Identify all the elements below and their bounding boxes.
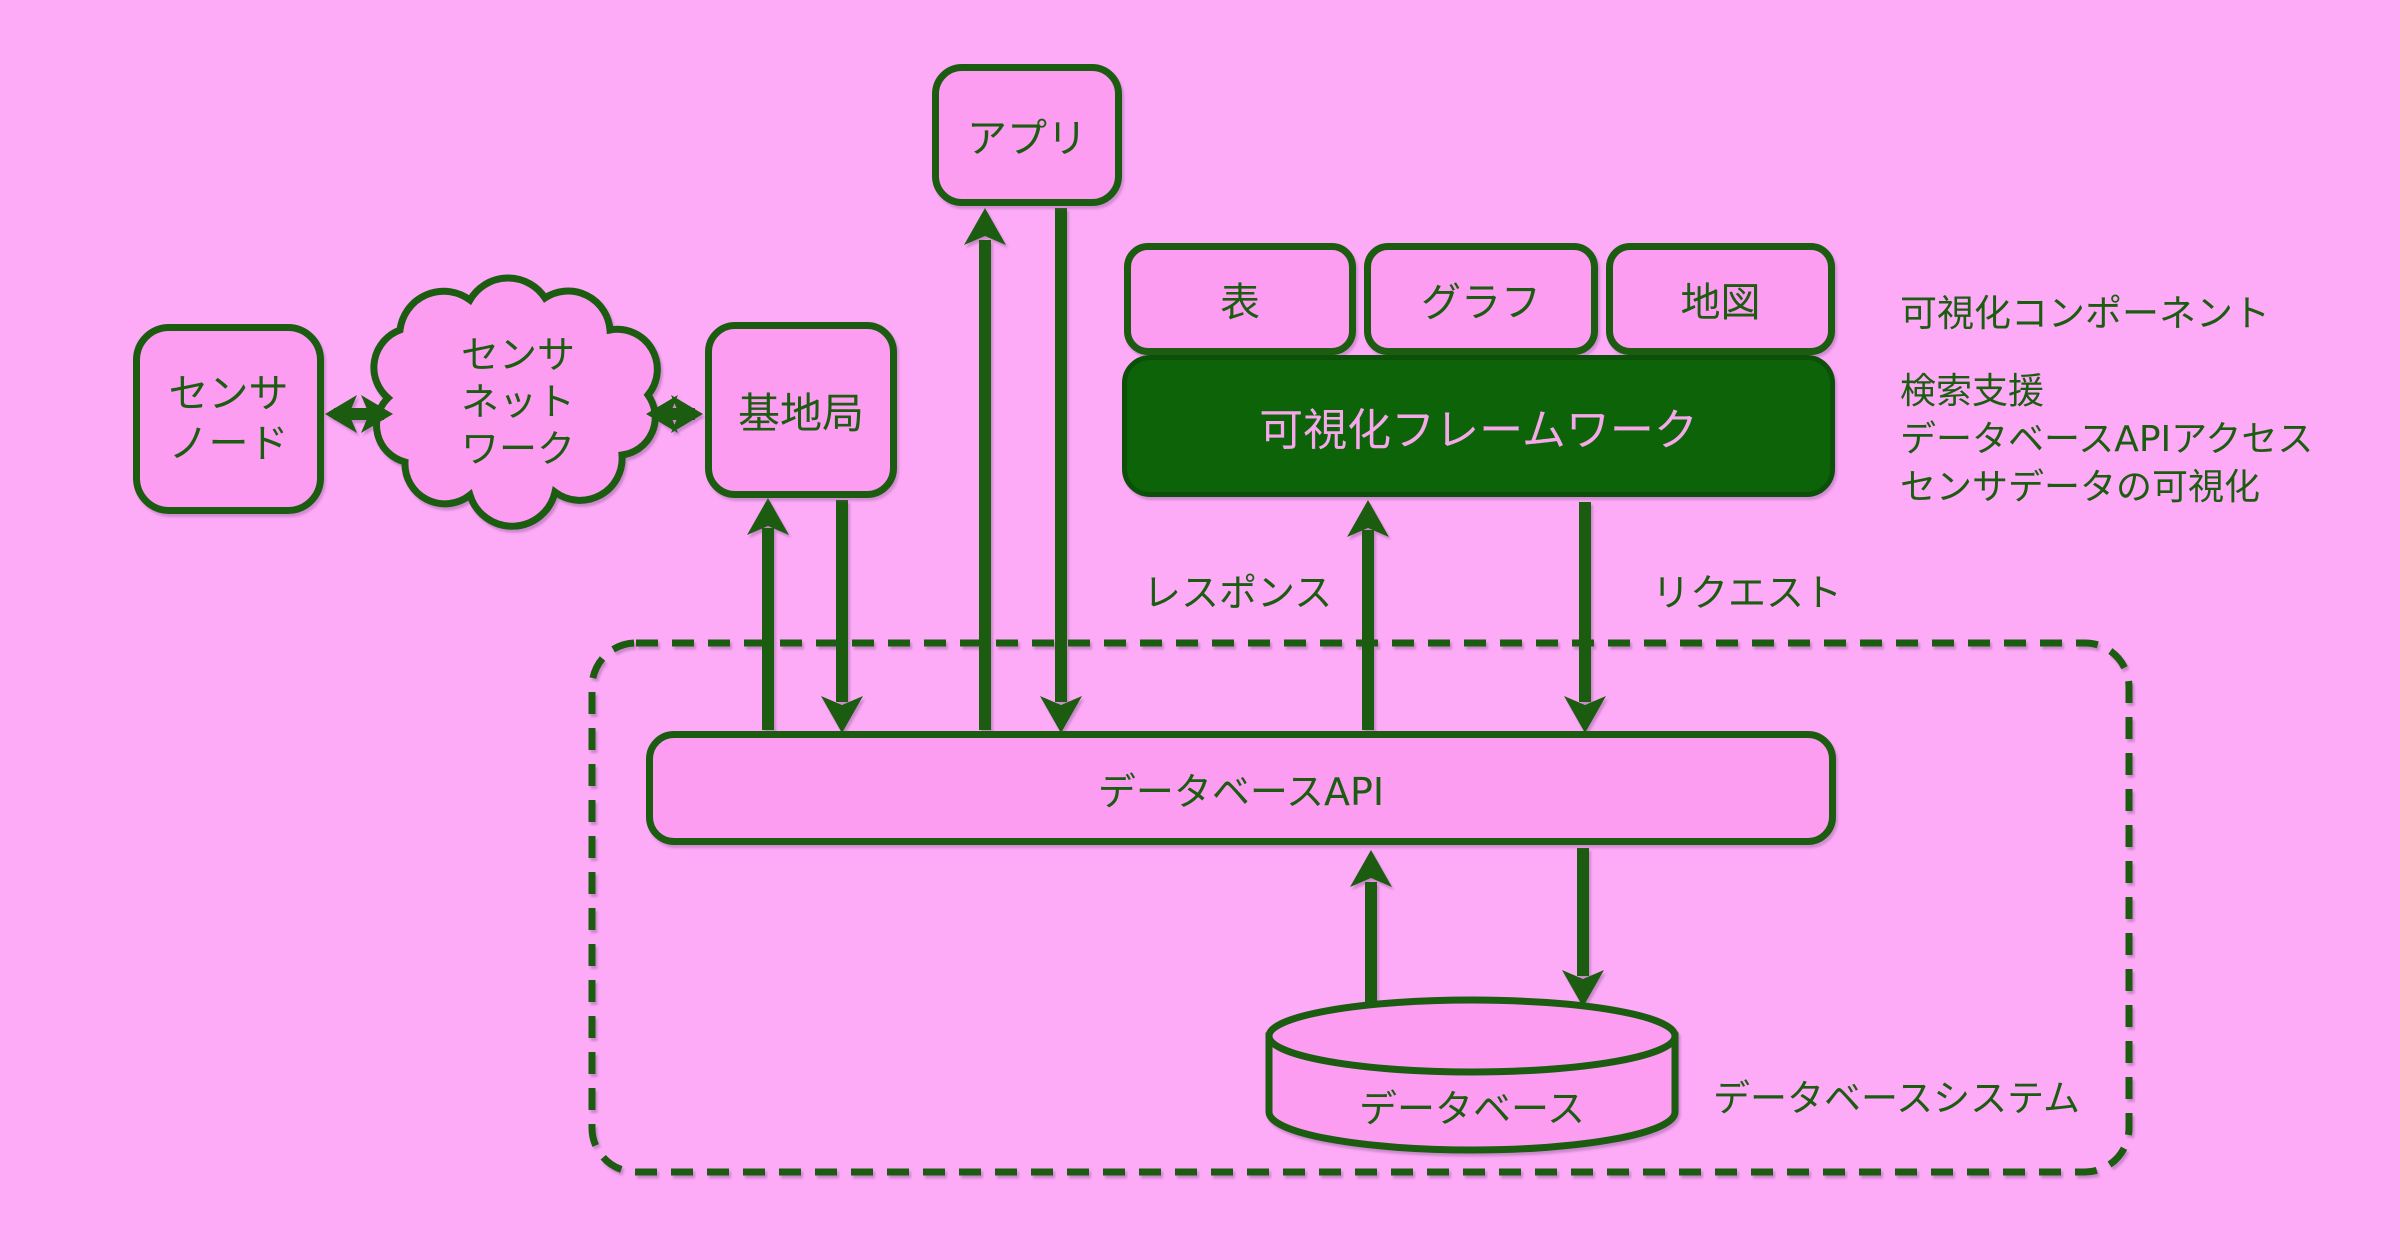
arrow-response-dbapi-to-framework bbox=[1347, 500, 1389, 730]
framework-label: 可視化フレームワーク bbox=[1259, 405, 1698, 456]
note-search-support: 検索支援 bbox=[1900, 371, 2045, 412]
arrow-dbapi-to-basestation bbox=[747, 498, 789, 730]
note-sensor-visualization: センサデータの可視化 bbox=[1900, 467, 2261, 508]
cloud-label-line2: ネット bbox=[460, 380, 575, 424]
base-station-label: 基地局 bbox=[737, 388, 864, 438]
label-database-system: データベースシステム bbox=[1713, 1077, 2081, 1120]
database-system-boundary bbox=[588, 639, 2133, 1176]
node-base-station: 基地局 bbox=[705, 322, 897, 498]
component-table-label: 表 bbox=[1220, 280, 1260, 326]
node-component-table: 表 bbox=[1124, 243, 1356, 355]
node-component-graph: グラフ bbox=[1364, 243, 1598, 355]
sensor-node-label-line1: センサ bbox=[168, 371, 289, 417]
label-response: レスポンス bbox=[1143, 571, 1333, 615]
component-graph-label: グラフ bbox=[1421, 280, 1541, 326]
node-visualization-framework: 可視化フレームワーク bbox=[1122, 355, 1835, 497]
arrow-dbapi-to-app bbox=[964, 208, 1006, 730]
arrow-request-framework-to-dbapi bbox=[1564, 502, 1606, 733]
note-framework-features: 検索支援 データベースAPIアクセス センサデータの可視化 bbox=[1900, 368, 2313, 512]
arrow-app-to-dbapi bbox=[1040, 208, 1082, 733]
cloud-label-line1: センサ bbox=[460, 333, 575, 377]
arrow-sensornode-cloud bbox=[325, 395, 393, 433]
cloud-label-line3: ワーク bbox=[460, 427, 575, 471]
note-visualization-components: 可視化コンポーネント bbox=[1900, 292, 2270, 335]
node-app: アプリ bbox=[932, 64, 1122, 206]
arrow-cloud-basestation bbox=[646, 395, 703, 433]
arrow-database-to-dbapi bbox=[1350, 850, 1392, 1004]
sensor-network-cloud-shape bbox=[370, 274, 661, 530]
database-cylinder-top bbox=[1265, 996, 1679, 1076]
arrow-dbapi-to-database bbox=[1562, 848, 1604, 1007]
sensor-network-cloud-label: センサ ネット ワーク bbox=[387, 332, 649, 473]
label-request: リクエスト bbox=[1652, 571, 1843, 615]
node-database-api: データベースAPI bbox=[646, 731, 1836, 845]
component-map-label: 地図 bbox=[1680, 280, 1761, 326]
node-component-map: 地図 bbox=[1606, 243, 1835, 355]
node-sensor-node: センサ ノード bbox=[133, 324, 324, 514]
app-label: アプリ bbox=[967, 116, 1087, 162]
arrow-basestation-to-dbapi bbox=[821, 500, 863, 733]
database-api-label: データベースAPI bbox=[1097, 769, 1385, 814]
database-label: データベース bbox=[1358, 1087, 1586, 1131]
sensor-node-label-line2: ノード bbox=[168, 421, 289, 467]
note-dbapi-access: データベースAPIアクセス bbox=[1900, 419, 2314, 460]
